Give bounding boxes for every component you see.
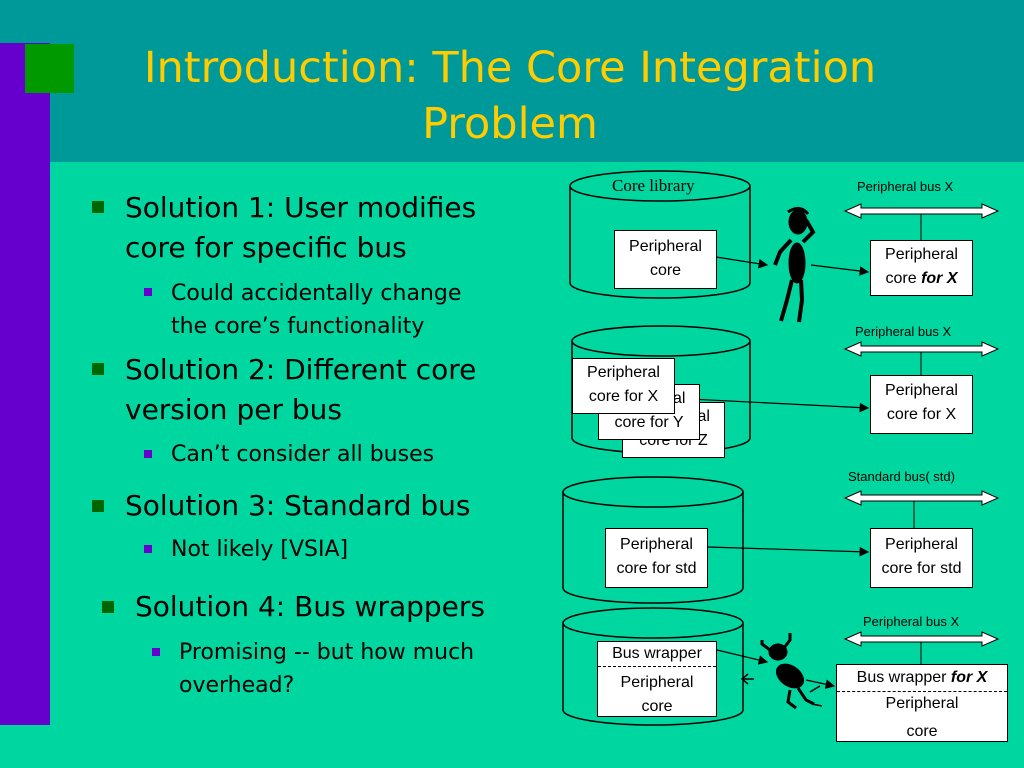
bullet-2-line2: version per bus — [125, 393, 342, 426]
bullet-square-icon — [92, 363, 104, 375]
title-band — [0, 0, 1024, 162]
bus-label-4: Peripheral bus X — [863, 614, 960, 629]
sub-bullet-4-line1: Promising -- but how much — [179, 640, 475, 665]
bus-arrow-1 — [843, 203, 1000, 240]
bus-label-3: Standard bus( std) — [848, 469, 955, 484]
target-core-3-line2: core for std — [881, 560, 962, 577]
library-std-core-line1: Peripheral — [620, 536, 693, 553]
bullet-2-line1: Solution 2: Different core — [125, 353, 477, 386]
sub-bullet-2: Can’t consider all buses — [171, 442, 435, 467]
connector-arrow-3 — [707, 546, 870, 557]
connector-arrow-1b — [810, 264, 870, 276]
sub-bullet-1: Could accidentally change the core’s fun… — [171, 277, 461, 343]
target-core-1-line1: Peripheral — [885, 246, 958, 263]
target-core-box-3: Peripheral core for std — [870, 528, 973, 588]
stack-core-x-line1: Peripheral — [587, 364, 660, 381]
library-std-core-box: Peripheral core for std — [605, 528, 708, 588]
bullet-4: Solution 4: Bus wrappers — [135, 590, 485, 623]
library-core-line1: Peripheral — [629, 238, 702, 255]
bullet-1-line1: Solution 1: User modifies — [125, 191, 477, 224]
title-line-1: Introduction: The Core Integration — [143, 43, 877, 93]
library-wrapper-label: Bus wrapper — [598, 642, 716, 667]
sub-bullet-3: Not likely [VSIA] — [171, 537, 349, 562]
sub-bullet-4: Promising -- but how much overhead? — [179, 636, 474, 702]
target-wrapped-core-line2: core — [906, 723, 938, 740]
target-core-1-text: core — [885, 270, 922, 287]
sub-bullet-1-line2: the core’s functionality — [171, 314, 425, 339]
library-std-core-line2: core for std — [616, 560, 697, 577]
bus-arrow-2 — [843, 341, 1000, 375]
target-core-1-line2: core for X — [871, 267, 972, 291]
sub-bullet-square-icon — [144, 450, 152, 458]
bullet-1: Solution 1: User modifies core for speci… — [125, 188, 476, 268]
purple-side-bar — [0, 43, 50, 725]
bus-arrow-4 — [843, 631, 1000, 664]
bus-label-1: Peripheral bus X — [857, 179, 954, 194]
connector-arrow-1a — [715, 256, 769, 269]
target-core-box-1: Peripheral core for X — [870, 240, 973, 296]
connector-arrow-4a — [716, 649, 769, 665]
sub-bullet-square-icon — [144, 545, 152, 553]
bullet-square-icon — [102, 601, 114, 613]
core-library-label: Core library — [612, 176, 695, 195]
thinking-person-icon — [773, 207, 816, 323]
target-core-box-2: Peripheral core for X — [870, 375, 973, 434]
bus-label-2: Peripheral bus X — [855, 324, 952, 339]
sub-bullet-square-icon — [144, 288, 152, 296]
green-corner-square — [25, 44, 74, 93]
sub-bullet-4-line2: overhead? — [179, 673, 295, 698]
target-wrapper-for-x: for X — [950, 669, 988, 686]
library-wrapped-core-line2: core — [641, 698, 673, 715]
library-wrapped-core-box: Bus wrapper Peripheral core — [597, 641, 717, 717]
title-line-2: Problem — [422, 99, 598, 149]
target-core-2-line2: core for X — [886, 406, 957, 423]
library-core-box: Peripheral core — [614, 230, 717, 289]
falling-person-icon — [740, 633, 823, 710]
target-wrapped-core-line1: Peripheral — [885, 695, 959, 712]
target-wrapper-label: Bus wrapper for X — [837, 665, 1007, 692]
bullet-1-line2: core for specific bus — [125, 231, 407, 264]
target-wrapped-core-box: Bus wrapper for X Peripheral core — [836, 664, 1008, 742]
library-core-line2: core — [649, 262, 682, 279]
sub-bullet-1-line1: Could accidentally change — [171, 281, 462, 306]
target-wrapper-text: Bus wrapper — [856, 669, 951, 686]
target-core-1-for-x: for X — [921, 270, 958, 287]
stack-core-y-line2: core for Y — [614, 414, 684, 431]
bullet-2: Solution 2: Different core version per b… — [125, 350, 476, 430]
bus-arrow-3 — [843, 490, 1000, 528]
stack-core-x-line2: core for X — [588, 388, 659, 405]
target-core-2-line1: Peripheral — [885, 382, 958, 399]
library-wrapped-core-line1: Peripheral — [620, 674, 694, 691]
bullet-square-icon — [92, 500, 104, 512]
stack-core-x-box: Peripheral core for X — [572, 358, 675, 414]
connector-arrow-4b — [805, 679, 836, 689]
bullet-3: Solution 3: Standard bus — [125, 489, 471, 522]
target-core-3-line1: Peripheral — [885, 536, 958, 553]
slide-title: Introduction: The Core Integration Probl… — [60, 40, 960, 152]
sub-bullet-square-icon — [152, 648, 160, 656]
bullet-square-icon — [92, 201, 104, 213]
